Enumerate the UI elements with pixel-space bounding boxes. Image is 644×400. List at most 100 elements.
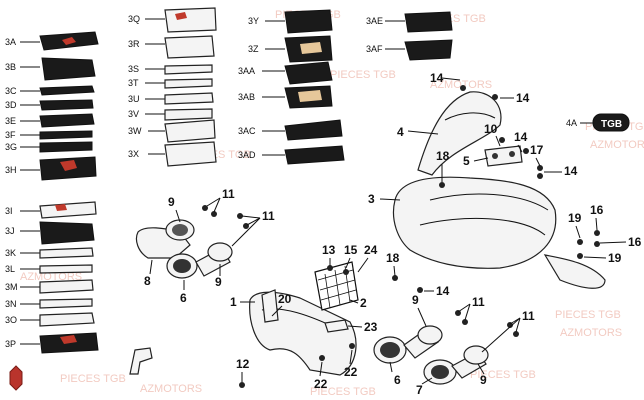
svg-text:22: 22 bbox=[314, 377, 328, 391]
svg-text:AZMOTORS: AZMOTORS bbox=[430, 79, 492, 91]
sticker-3d-icon bbox=[39, 99, 94, 111]
sticker-column-mid: 3Q 3R 3S 3T 3U 3V 3W 3X bbox=[128, 7, 217, 167]
svg-text:20: 20 bbox=[278, 292, 292, 306]
svg-text:11: 11 bbox=[472, 295, 485, 309]
sticker-3v-icon bbox=[164, 108, 213, 121]
sticker-3t-icon bbox=[164, 78, 213, 89]
sticker-3r-icon bbox=[164, 35, 215, 59]
svg-text:3S: 3S bbox=[128, 64, 139, 74]
svg-text:22: 22 bbox=[344, 365, 358, 379]
svg-text:3G: 3G bbox=[5, 142, 17, 152]
headlight-housing-left-2 bbox=[166, 242, 233, 279]
svg-text:3AD: 3AD bbox=[238, 150, 256, 160]
plate-part bbox=[324, 319, 349, 333]
sticker-3o-icon bbox=[39, 312, 95, 327]
front-bumper-part bbox=[249, 289, 357, 376]
svg-text:1: 1 bbox=[230, 295, 237, 309]
sticker-3q-icon bbox=[164, 7, 217, 33]
svg-text:9: 9 bbox=[412, 293, 419, 307]
svg-text:3H: 3H bbox=[5, 165, 17, 175]
svg-text:14: 14 bbox=[516, 91, 530, 105]
svg-text:3K: 3K bbox=[5, 248, 16, 258]
sticker-3g-icon bbox=[39, 141, 93, 153]
headlight-housing-left bbox=[135, 219, 195, 259]
sticker-3s-icon bbox=[164, 64, 213, 75]
svg-text:16: 16 bbox=[590, 203, 604, 217]
grille-part bbox=[314, 261, 359, 311]
svg-text:18: 18 bbox=[436, 149, 450, 163]
front-cover-part bbox=[417, 91, 502, 176]
svg-text:PIECES TGB: PIECES TGB bbox=[60, 373, 126, 385]
svg-text:3Q: 3Q bbox=[128, 14, 140, 24]
svg-text:3Z: 3Z bbox=[248, 44, 259, 54]
sticker-3w-icon bbox=[164, 119, 216, 143]
svg-text:AZMOTORS: AZMOTORS bbox=[590, 139, 644, 151]
svg-text:3AC: 3AC bbox=[238, 126, 256, 136]
svg-text:3P: 3P bbox=[5, 339, 16, 349]
svg-text:3I: 3I bbox=[5, 206, 13, 216]
svg-text:3A: 3A bbox=[5, 37, 16, 47]
headlight-housing-right bbox=[373, 325, 489, 385]
svg-text:3C: 3C bbox=[5, 86, 17, 96]
sticker-column-right: 3Y 3Z 3AA 3AB 3AC 3AD bbox=[238, 9, 345, 165]
svg-text:11: 11 bbox=[262, 209, 275, 223]
sticker-3i-icon bbox=[39, 201, 97, 219]
svg-text:9: 9 bbox=[215, 275, 222, 289]
sticker-column-left: 3A 3B 3C 3D 3E 3F 3G 3H 3I 3J 3K 3L 3M 3… bbox=[5, 31, 99, 354]
svg-text:3Y: 3Y bbox=[248, 16, 259, 26]
svg-text:AZMOTORS: AZMOTORS bbox=[20, 271, 82, 283]
svg-text:5: 5 bbox=[463, 154, 470, 168]
svg-text:3M: 3M bbox=[5, 282, 18, 292]
bracket-stand-part bbox=[129, 347, 153, 375]
sticker-3l-icon bbox=[39, 264, 93, 274]
svg-text:23: 23 bbox=[364, 320, 378, 334]
sticker-3u-icon bbox=[164, 92, 214, 105]
svg-text:7: 7 bbox=[416, 383, 423, 397]
svg-text:14: 14 bbox=[430, 71, 444, 85]
svg-text:4: 4 bbox=[397, 125, 404, 139]
svg-text:3AA: 3AA bbox=[238, 66, 255, 76]
bracket-part bbox=[484, 145, 523, 167]
sticker-3m-icon bbox=[39, 279, 94, 294]
front-fender-part bbox=[392, 176, 606, 289]
sticker-3y-icon bbox=[284, 9, 333, 34]
svg-text:10: 10 bbox=[484, 122, 498, 136]
svg-text:3J: 3J bbox=[5, 226, 15, 236]
sticker-3af-icon bbox=[404, 39, 453, 61]
svg-text:14: 14 bbox=[514, 130, 528, 144]
tgb-badge: 4A TGB bbox=[566, 113, 630, 132]
svg-text:6: 6 bbox=[180, 291, 187, 305]
sticker-3aa-icon bbox=[284, 61, 333, 85]
svg-text:16: 16 bbox=[628, 235, 642, 249]
svg-text:TGB: TGB bbox=[601, 119, 622, 130]
callouts: 14 14 4 10 14 5 18 17 14 3 19 16 16 19 1… bbox=[144, 71, 642, 397]
svg-text:3N: 3N bbox=[5, 299, 17, 309]
svg-text:AZMOTORS: AZMOTORS bbox=[140, 383, 202, 395]
svg-text:3U: 3U bbox=[128, 94, 140, 104]
svg-text:PIECES TGB: PIECES TGB bbox=[310, 386, 376, 398]
svg-text:3O: 3O bbox=[5, 315, 17, 325]
sticker-3x-icon bbox=[164, 141, 217, 167]
svg-text:3B: 3B bbox=[5, 62, 16, 72]
svg-text:3AF: 3AF bbox=[366, 44, 383, 54]
svg-text:6: 6 bbox=[394, 373, 401, 387]
svg-text:3AB: 3AB bbox=[238, 92, 255, 102]
svg-text:3E: 3E bbox=[5, 116, 16, 126]
sticker-3n-icon bbox=[39, 298, 93, 309]
tgb-logo-icon bbox=[592, 113, 630, 132]
sticker-3c-icon bbox=[39, 85, 95, 96]
svg-text:4A: 4A bbox=[566, 118, 577, 128]
brand-emblem bbox=[9, 365, 23, 391]
svg-text:3X: 3X bbox=[128, 149, 139, 159]
watermarks: PIECES TGB PIECES TGB PIECES TGB AZMOTOR… bbox=[20, 9, 644, 398]
svg-text:14: 14 bbox=[436, 284, 450, 298]
svg-text:3L: 3L bbox=[5, 264, 15, 274]
sticker-3j-icon bbox=[39, 221, 95, 245]
svg-text:3V: 3V bbox=[128, 109, 139, 119]
svg-text:17: 17 bbox=[530, 143, 544, 157]
sticker-3ac-icon bbox=[284, 119, 343, 141]
svg-text:3R: 3R bbox=[128, 39, 140, 49]
sticker-3ae-icon bbox=[404, 11, 453, 33]
